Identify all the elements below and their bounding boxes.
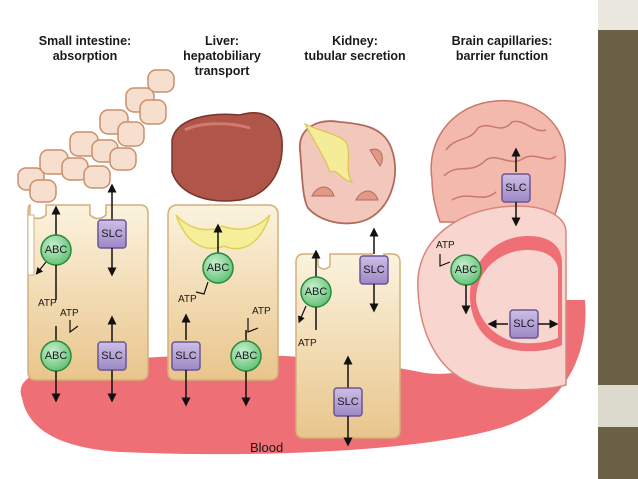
liver-lobe bbox=[171, 112, 283, 202]
slc-label: SLC bbox=[505, 182, 526, 194]
title-line: barrier function bbox=[455, 49, 549, 63]
title-line: Liver: bbox=[204, 34, 240, 48]
liver-cell bbox=[167, 204, 279, 381]
slc-label: SLC bbox=[101, 228, 122, 240]
title-line: absorption bbox=[52, 49, 118, 63]
arrow-int-atp bbox=[35, 261, 47, 275]
atp-label: ATP bbox=[178, 294, 197, 305]
slc-label: SLC bbox=[101, 350, 122, 362]
kidney-pelvis bbox=[303, 122, 354, 183]
slc-label: SLC bbox=[175, 350, 196, 362]
slc-label: SLC bbox=[363, 264, 384, 276]
atp-label: ATP bbox=[252, 306, 271, 317]
blood-label: Blood bbox=[250, 440, 284, 455]
brain-tissue bbox=[430, 100, 567, 223]
sidebar-light-top bbox=[598, 0, 638, 30]
title-line: Kidney: bbox=[332, 34, 378, 48]
title-line: Brain capillaries: bbox=[451, 34, 553, 48]
panel-title-liver: Liver: hepatobiliary transport bbox=[172, 34, 272, 79]
atp-label: ATP bbox=[60, 308, 79, 319]
panel-title-brain: Brain capillaries: barrier function bbox=[432, 34, 572, 64]
panel-title-intestine: Small intestine: absorption bbox=[20, 34, 150, 64]
title-line: transport bbox=[194, 64, 250, 78]
intestine-cell-gap bbox=[27, 214, 35, 276]
abc-label: ABC bbox=[305, 286, 328, 298]
abc-label: ABC bbox=[45, 244, 68, 256]
slc-label: SLC bbox=[337, 396, 358, 408]
title-line: hepatobiliary bbox=[183, 49, 261, 63]
atp-label: ATP bbox=[38, 298, 57, 309]
abc-transporter bbox=[202, 252, 234, 284]
abc-label: ABC bbox=[207, 262, 230, 274]
liver-highlight bbox=[184, 122, 251, 132]
abc-label: ABC bbox=[455, 264, 478, 276]
slc-label: SLC bbox=[513, 318, 534, 330]
atp-label: ATP bbox=[436, 240, 455, 251]
arrow-liv-atp2 bbox=[247, 318, 259, 333]
arrow-kid-atp bbox=[298, 305, 307, 324]
arrow-int-atp2 bbox=[69, 320, 79, 334]
bile-canaliculus bbox=[175, 214, 271, 250]
atp-label: ATP bbox=[298, 338, 317, 349]
panel-title-kidney: Kidney: tubular secretion bbox=[296, 34, 414, 64]
sidebar-light-bottom bbox=[598, 385, 638, 427]
brain-folds bbox=[443, 120, 557, 201]
title-line: tubular secretion bbox=[304, 49, 406, 63]
abc-label: ABC bbox=[235, 350, 258, 362]
title-line: Small intestine: bbox=[38, 34, 132, 48]
arrow-liv-atp bbox=[195, 281, 209, 295]
kidney-pyramids bbox=[311, 148, 383, 201]
abc-label: ABC bbox=[45, 350, 68, 362]
intestine-villi bbox=[17, 69, 175, 203]
arrow-br-atp bbox=[439, 254, 451, 267]
